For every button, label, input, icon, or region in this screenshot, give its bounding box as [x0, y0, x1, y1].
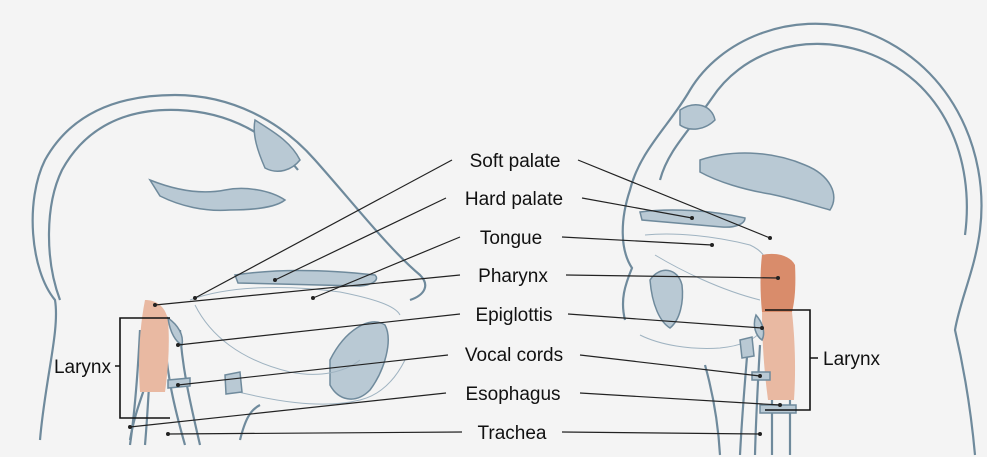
- vocal-cords-leader-right: [580, 355, 760, 376]
- epiglottis-dot-left: [176, 343, 180, 347]
- tongue-leader-left: [313, 237, 460, 298]
- left-epiglottis-shape: [168, 318, 182, 345]
- left-neck-front: [240, 405, 260, 440]
- tongue-dot-left: [311, 296, 315, 300]
- right-trachea-tube: [740, 345, 760, 455]
- epiglottis-dot-right: [760, 326, 764, 330]
- vocal-cords-leader-left: [178, 355, 448, 385]
- soft-palate-dot-right: [768, 236, 772, 240]
- right-nasal-bone: [680, 105, 715, 129]
- label-tongue: Tongue: [480, 228, 542, 249]
- label-hard-palate: Hard palate: [465, 189, 563, 210]
- hard-palate-leader-right: [582, 198, 692, 218]
- esophagus-dot-right: [778, 403, 782, 407]
- esophagus-leader-right: [580, 393, 780, 405]
- label-soft-palate: Soft palate: [470, 151, 561, 172]
- hard-palate-leader-left: [275, 198, 446, 280]
- vocal-cords-dot-left: [176, 383, 180, 387]
- right-neck-front: [705, 365, 720, 455]
- left-larynx-region: [139, 300, 169, 392]
- label-epiglottis: Epiglottis: [475, 305, 552, 326]
- epiglottis-leader-left: [178, 314, 460, 345]
- right-head-outline: [623, 24, 982, 455]
- label-pharynx: Pharynx: [478, 266, 548, 287]
- label-esophagus: Esophagus: [465, 384, 560, 405]
- right-tongue-shape: [650, 270, 683, 328]
- right-pharynx-region: [761, 254, 796, 312]
- tongue-leader-right: [562, 237, 712, 245]
- pharynx-dot-right: [776, 276, 780, 280]
- label-larynx-left: Larynx: [54, 357, 112, 378]
- esophagus-dot-left: [128, 425, 132, 429]
- left-palate-bone: [235, 270, 377, 286]
- esophagus-leader-left: [130, 393, 446, 427]
- soft-palate-dot-left: [193, 296, 197, 300]
- hard-palate-dot-right: [690, 216, 694, 220]
- label-vocal-cords: Vocal cords: [465, 345, 563, 366]
- hard-palate-dot-left: [273, 278, 277, 282]
- right-skull-inner: [660, 44, 967, 235]
- left-head-illustration: [33, 95, 426, 445]
- right-skull-base: [700, 153, 834, 210]
- pharynx-dot-left: [153, 303, 157, 307]
- tongue-dot-right: [710, 243, 714, 247]
- label-larynx-right: Larynx: [823, 349, 881, 370]
- left-skull-base: [150, 180, 285, 210]
- trachea-dot-right: [758, 432, 762, 436]
- label-trachea: Trachea: [478, 423, 547, 444]
- left-hyoid: [225, 372, 242, 394]
- right-larynx-region: [762, 312, 795, 400]
- trachea-dot-left: [166, 432, 170, 436]
- right-head-illustration: [623, 24, 982, 455]
- trachea-leader-left: [168, 432, 462, 434]
- right-hyoid: [740, 337, 754, 358]
- right-trachea-ring: [760, 405, 796, 413]
- trachea-leader-right: [562, 432, 760, 434]
- vocal-cords-dot-right: [758, 374, 762, 378]
